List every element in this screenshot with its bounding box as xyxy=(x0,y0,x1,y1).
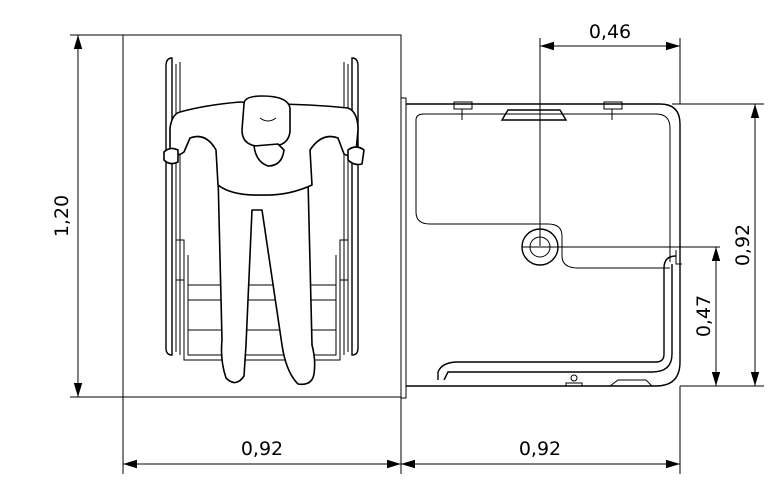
sink-fixture xyxy=(400,38,720,399)
clearance-area xyxy=(122,34,402,398)
dimension-label-bar-height: 0,47 xyxy=(693,295,715,337)
dimension-area-width: 0,92 xyxy=(122,397,402,474)
dimension-faucet-offset: 0,46 xyxy=(540,21,681,104)
dimension-area-height: 1,20 xyxy=(51,34,123,398)
dimension-label-sink-width: 0,92 xyxy=(519,438,561,460)
dimension-label-sink-depth: 0,92 xyxy=(732,224,754,266)
dimension-sink-width: 0,92 xyxy=(401,386,681,474)
person-figure xyxy=(163,95,365,386)
dimension-label-faucet-offset: 0,46 xyxy=(589,21,631,43)
dimension-label-area-width: 0,92 xyxy=(241,438,283,460)
dimension-bar-height: 0,47 xyxy=(693,247,721,386)
dimension-sink-depth: 0,92 xyxy=(672,103,764,387)
dimension-label-area-height: 1,20 xyxy=(51,195,73,237)
